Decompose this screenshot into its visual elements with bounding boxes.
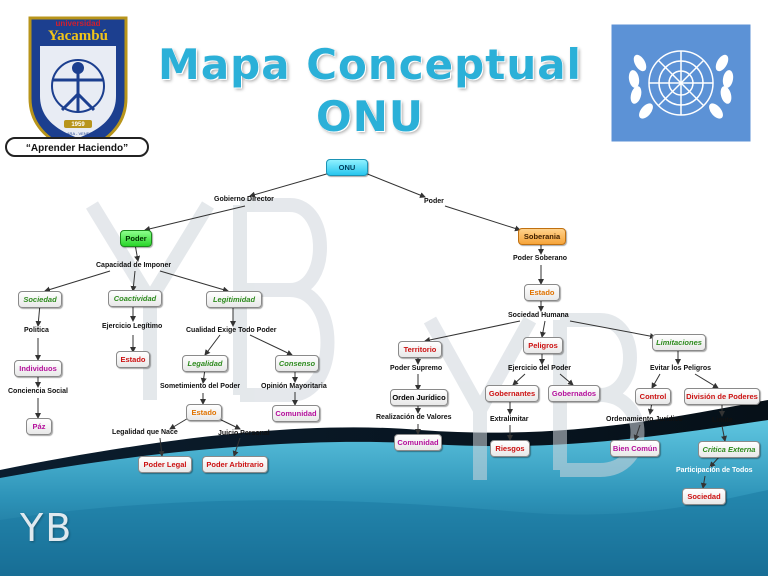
- link-sociedad-humana: Sociedad Humana: [508, 312, 569, 319]
- node-individuos: Individuos: [14, 360, 62, 377]
- link-opinion: Opinión Mayoritaria: [261, 383, 327, 390]
- node-peligros: Peligros: [523, 337, 563, 354]
- node-consenso: Consenso: [275, 355, 319, 372]
- node-gobernados: Gobernados: [548, 385, 600, 402]
- node-territorio: Territorio: [398, 341, 442, 358]
- link-poder: Poder: [424, 198, 444, 205]
- node-poder-arbitrario: Poder Arbitrario: [202, 456, 268, 473]
- node-coactividad: Coactividad: [108, 290, 162, 307]
- node-legitimidad: Legitimidad: [206, 291, 262, 308]
- link-extralimitar: Extralimitar: [490, 416, 529, 423]
- link-gobierno-director: Gobierno Director: [214, 196, 274, 203]
- node-comunidad-2: Comunidad: [394, 434, 442, 451]
- svg-text:Yacambú: Yacambú: [48, 28, 108, 44]
- node-estado-soberano: Estado: [524, 284, 560, 301]
- yb-watermark: YB: [20, 506, 74, 550]
- link-capacidad-imponer: Capacidad de Imponer: [96, 262, 172, 269]
- link-cualidad: Cualidad Exige Todo Poder: [186, 327, 277, 334]
- svg-text:EDO. LARA - VENEZUELA: EDO. LARA - VENEZUELA: [54, 131, 103, 136]
- node-poder-legal: Poder Legal: [138, 456, 192, 473]
- node-control: Control: [635, 388, 671, 405]
- link-limite: Limite: [712, 417, 733, 424]
- un-emblem: [610, 23, 752, 143]
- link-politica: Politica: [24, 327, 49, 334]
- link-ejercicio-poder: Ejercicio del Poder: [508, 365, 572, 372]
- page-title: Mapa Conceptual: [158, 40, 582, 89]
- node-sociedad-left: Sociedad: [18, 291, 62, 308]
- node-riesgos: Riesgos: [490, 440, 530, 457]
- svg-text:1959: 1959: [71, 122, 85, 128]
- node-limitaciones: Limitaciones: [652, 334, 706, 351]
- link-juicio-personal: Juicio Personal: [218, 430, 270, 437]
- node-comunidad-1: Comunidad: [272, 405, 320, 422]
- link-evitar-peligros: Evitar los Peligros: [650, 365, 712, 372]
- node-estado-orange: Estado: [186, 404, 222, 421]
- svg-text:“Aprender Haciendo”: “Aprender Haciendo”: [26, 143, 128, 154]
- link-poder-soberano: Poder Soberano: [513, 255, 568, 262]
- node-critica-externa: Critica Externa: [698, 441, 760, 458]
- node-gobernantes: Gobernantes: [485, 385, 539, 402]
- node-onu: ONU: [326, 159, 368, 176]
- link-realizacion: Realización de Valores: [376, 414, 452, 421]
- node-orden-juridico: Orden Jurídico: [390, 389, 448, 406]
- link-legalidad-nace: Legalidad que Nace: [112, 429, 178, 436]
- link-ordenamiento: Ordenamiento Jurídico: [606, 416, 683, 423]
- link-sometimiento: Sometimiento del Poder: [160, 383, 241, 390]
- link-poder-supremo: Poder Supremo: [390, 365, 443, 372]
- link-conciencia-social: Conciencia Social: [8, 388, 68, 395]
- node-poder: Poder: [120, 230, 152, 247]
- node-bien-comun: Bien Común: [610, 440, 660, 457]
- link-participacion: Participación de Todos: [676, 467, 753, 474]
- svg-text:universidad: universidad: [56, 19, 101, 28]
- node-division-poderes: División de Poderes: [684, 388, 760, 405]
- node-estado-red: Estado: [116, 351, 150, 368]
- page-subtitle: ONU: [316, 92, 424, 141]
- link-ejercicio-legitimo: Ejercicio Legítimo: [102, 323, 163, 330]
- university-logo: universidad Yacambú 1959 EDO. LARA - VEN…: [5, 16, 149, 157]
- node-paz: Páz: [26, 418, 52, 435]
- node-sociedad-right: Sociedad: [682, 488, 726, 505]
- node-legalidad: Legalidad: [182, 355, 228, 372]
- node-soberania: Soberania: [518, 228, 566, 245]
